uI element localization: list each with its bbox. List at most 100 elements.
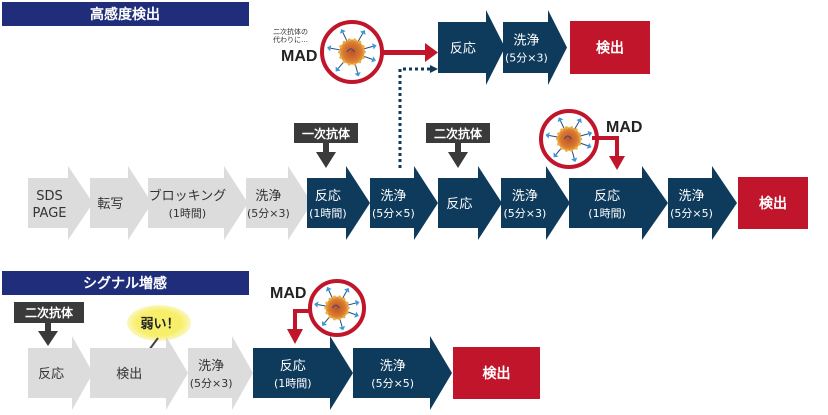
mad-virus-icon xyxy=(308,279,366,337)
step-label: 洗浄 xyxy=(255,189,281,204)
step-arrow-shape xyxy=(503,10,567,85)
section-header-signal-enhancement: シグナル増感 xyxy=(2,271,249,295)
flow-step-1: SDS PAGE xyxy=(28,166,93,240)
down-arrow-icon xyxy=(38,331,58,346)
step-arrow-shape xyxy=(246,166,312,240)
mad-to-reaction-arrow xyxy=(382,43,438,62)
flow-step-4: 洗浄 (5分×3) xyxy=(246,166,312,240)
down-arrow-icon xyxy=(448,152,468,168)
glow-bubble xyxy=(127,305,191,341)
step-sublabel: (5分×3) xyxy=(504,207,547,220)
step-label: 洗浄 xyxy=(512,189,538,204)
step-sublabel: (1時間) xyxy=(274,377,312,390)
step-label: ブロッキング xyxy=(149,188,227,204)
mad-down-arrow xyxy=(592,136,625,170)
step-label: 反応 xyxy=(450,42,476,57)
flow-step-7: 反応 xyxy=(438,166,502,240)
step-label: 洗浄 xyxy=(513,34,539,49)
step-sublabel: (5分×5) xyxy=(670,207,713,220)
step-label: 反応 xyxy=(280,359,306,374)
step-label: 転写 xyxy=(97,197,123,212)
section-header-high-sensitivity: 高感度検出 xyxy=(2,2,249,26)
primary-antibody-label: 一次抗体 xyxy=(302,126,351,141)
step-sublabel: (5分×3) xyxy=(190,377,233,390)
step-arrow-shape xyxy=(90,336,188,410)
signal-flow-row: 反応検出洗浄(5分×3)反応(1時間)洗浄(5分×5)検出 xyxy=(28,336,540,410)
flow-step-10: 洗浄 (5分×5) xyxy=(668,166,737,240)
step-label: 検出 xyxy=(596,40,624,57)
flow-step-9: 反応 (1時間) xyxy=(569,166,668,240)
primary-antibody-callout: 一次抗体 xyxy=(294,123,358,168)
secondary-antibody-box xyxy=(426,123,490,143)
step-arrow-shape xyxy=(353,336,452,410)
flow-step-1: 反応 xyxy=(438,10,505,85)
main-flow-row: SDS PAGE 転写 ブロッキング (1時間) 洗浄 (5分×3) 反応 (1時間) 洗浄 (5分… xyxy=(28,166,808,240)
step-sublabel: (1時間) xyxy=(169,207,207,220)
detect-box xyxy=(453,347,540,399)
mad-note-line1: 二次抗体の xyxy=(273,27,308,36)
mad-note-top: 二次抗体の 代わりに… MAD xyxy=(273,27,317,65)
mad-label-3: MAD xyxy=(270,285,306,302)
step-label: 反応 xyxy=(38,367,64,382)
weak-signal-callout: 弱い！ xyxy=(127,305,191,368)
step-label: 洗浄 xyxy=(380,359,406,374)
detect-box xyxy=(738,177,808,229)
step-sublabel: (5分×5) xyxy=(371,377,414,390)
step-sublabel: (5分×3) xyxy=(247,207,290,220)
flow-step-4: 反応 (1時間) xyxy=(253,336,353,410)
mad-down-arrow-2 xyxy=(287,309,312,344)
step-label: 検出 xyxy=(483,365,511,382)
step-label: 反応 xyxy=(446,197,472,212)
flow-step-5: 洗浄 (5分×5) xyxy=(353,336,452,410)
step-arrow-shape xyxy=(188,336,253,410)
step-arrow-shape xyxy=(90,166,152,240)
flow-step-3: ブロッキング (1時間) xyxy=(148,166,248,240)
step-sublabel: (5分×5) xyxy=(372,207,415,220)
step-label: SDS xyxy=(36,189,63,204)
secondary-antibody-label: 二次抗体 xyxy=(25,305,74,320)
virus-core xyxy=(557,127,581,151)
mad-virus-icon xyxy=(320,20,384,84)
step-label: 反応 xyxy=(594,189,620,204)
step-label: 洗浄 xyxy=(380,189,406,204)
flow-step-8: 洗浄 (5分×3) xyxy=(501,166,570,240)
mad-label-2: MAD xyxy=(606,119,642,136)
step-arrow-shape xyxy=(28,166,93,240)
mad-virus-icon xyxy=(539,109,599,169)
secondary-antibody-label: 二次抗体 xyxy=(434,126,483,141)
flow-step-6: 洗浄 (5分×5) xyxy=(370,166,438,240)
step-arrow-shape xyxy=(438,166,502,240)
step-label: 洗浄 xyxy=(198,359,224,374)
step-arrow-shape xyxy=(307,166,370,240)
virus-core xyxy=(325,296,349,320)
step-sublabel: (1時間) xyxy=(588,207,626,220)
flow-step-11: 検出 xyxy=(738,177,808,229)
step-sublabel: (5分×3) xyxy=(505,52,548,65)
flow-step-2: 転写 xyxy=(90,166,152,240)
step-arrow-shape xyxy=(148,166,248,240)
flow-step-5: 反応 (1時間) xyxy=(307,166,370,240)
step-arrow-shape xyxy=(370,166,438,240)
step-arrow-shape xyxy=(438,10,505,85)
secondary-antibody-callout-2: 二次抗体 xyxy=(14,302,84,346)
step-arrow-shape xyxy=(253,336,353,410)
flow-step-2: 検出 xyxy=(90,336,188,410)
step-label: 反応 xyxy=(315,189,341,204)
flow-step-3: 洗浄 (5分×3) xyxy=(188,336,253,410)
step-arrow-shape xyxy=(668,166,737,240)
secondary-antibody-box xyxy=(14,302,84,323)
flow-step-6: 検出 xyxy=(453,347,540,399)
flow-step-3: 検出 xyxy=(570,21,650,74)
step-label: 検出 xyxy=(116,367,142,382)
step-arrow-shape xyxy=(501,166,570,240)
step-sublabel: PAGE xyxy=(33,206,67,221)
section-title: シグナル増感 xyxy=(83,275,167,292)
flow-step-2: 洗浄 (5分×3) xyxy=(503,10,567,85)
secondary-antibody-callout: 二次抗体 xyxy=(426,123,490,168)
top-flow-row: 反応 洗浄 (5分×3) 検出 xyxy=(438,10,650,85)
detect-box xyxy=(570,21,650,74)
primary-antibody-box xyxy=(294,123,358,143)
step-sublabel: (1時間) xyxy=(309,207,347,220)
step-label: 洗浄 xyxy=(678,189,704,204)
